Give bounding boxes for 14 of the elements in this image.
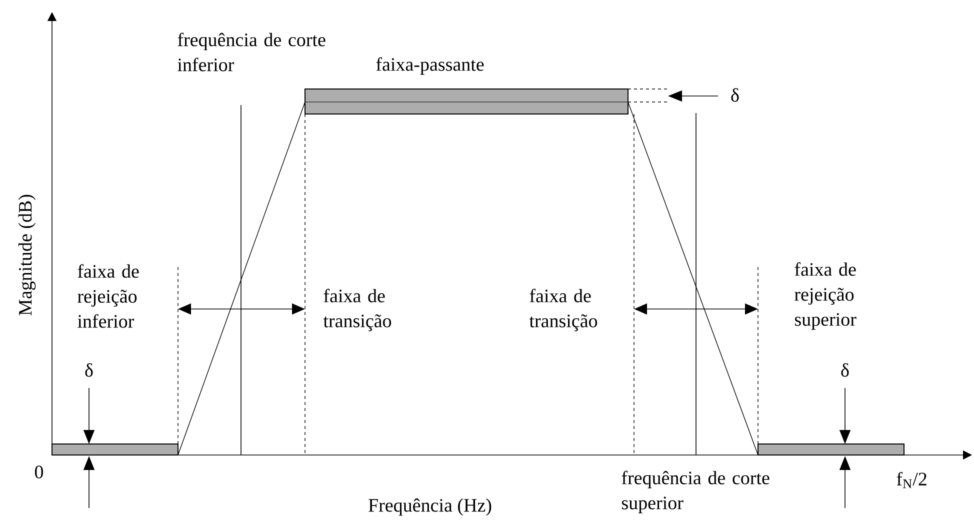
axis-label: Magnitude (dB) bbox=[18, 194, 36, 316]
axis-label: frequência de corte inferior bbox=[178, 32, 326, 72]
band-label: faixa de rejeição inferior bbox=[78, 264, 139, 328]
axis-label: frequência de corte superior bbox=[622, 470, 770, 514]
band-label: faixa-passante bbox=[376, 57, 484, 75]
band-label: faixa de rejeição superior bbox=[794, 262, 856, 330]
delta-symbol: δ bbox=[731, 88, 739, 102]
band-label: faixa de transição bbox=[323, 288, 392, 332]
origin-label: 0 bbox=[34, 466, 44, 478]
axis-label: Frequência (Hz) bbox=[368, 498, 492, 516]
delta-symbol: δ bbox=[85, 363, 93, 377]
delta-symbol: δ bbox=[841, 363, 849, 377]
band-label: faixa de transição bbox=[529, 288, 598, 332]
axis-tick-label: f$_{N}$/2 bbox=[896, 472, 926, 488]
